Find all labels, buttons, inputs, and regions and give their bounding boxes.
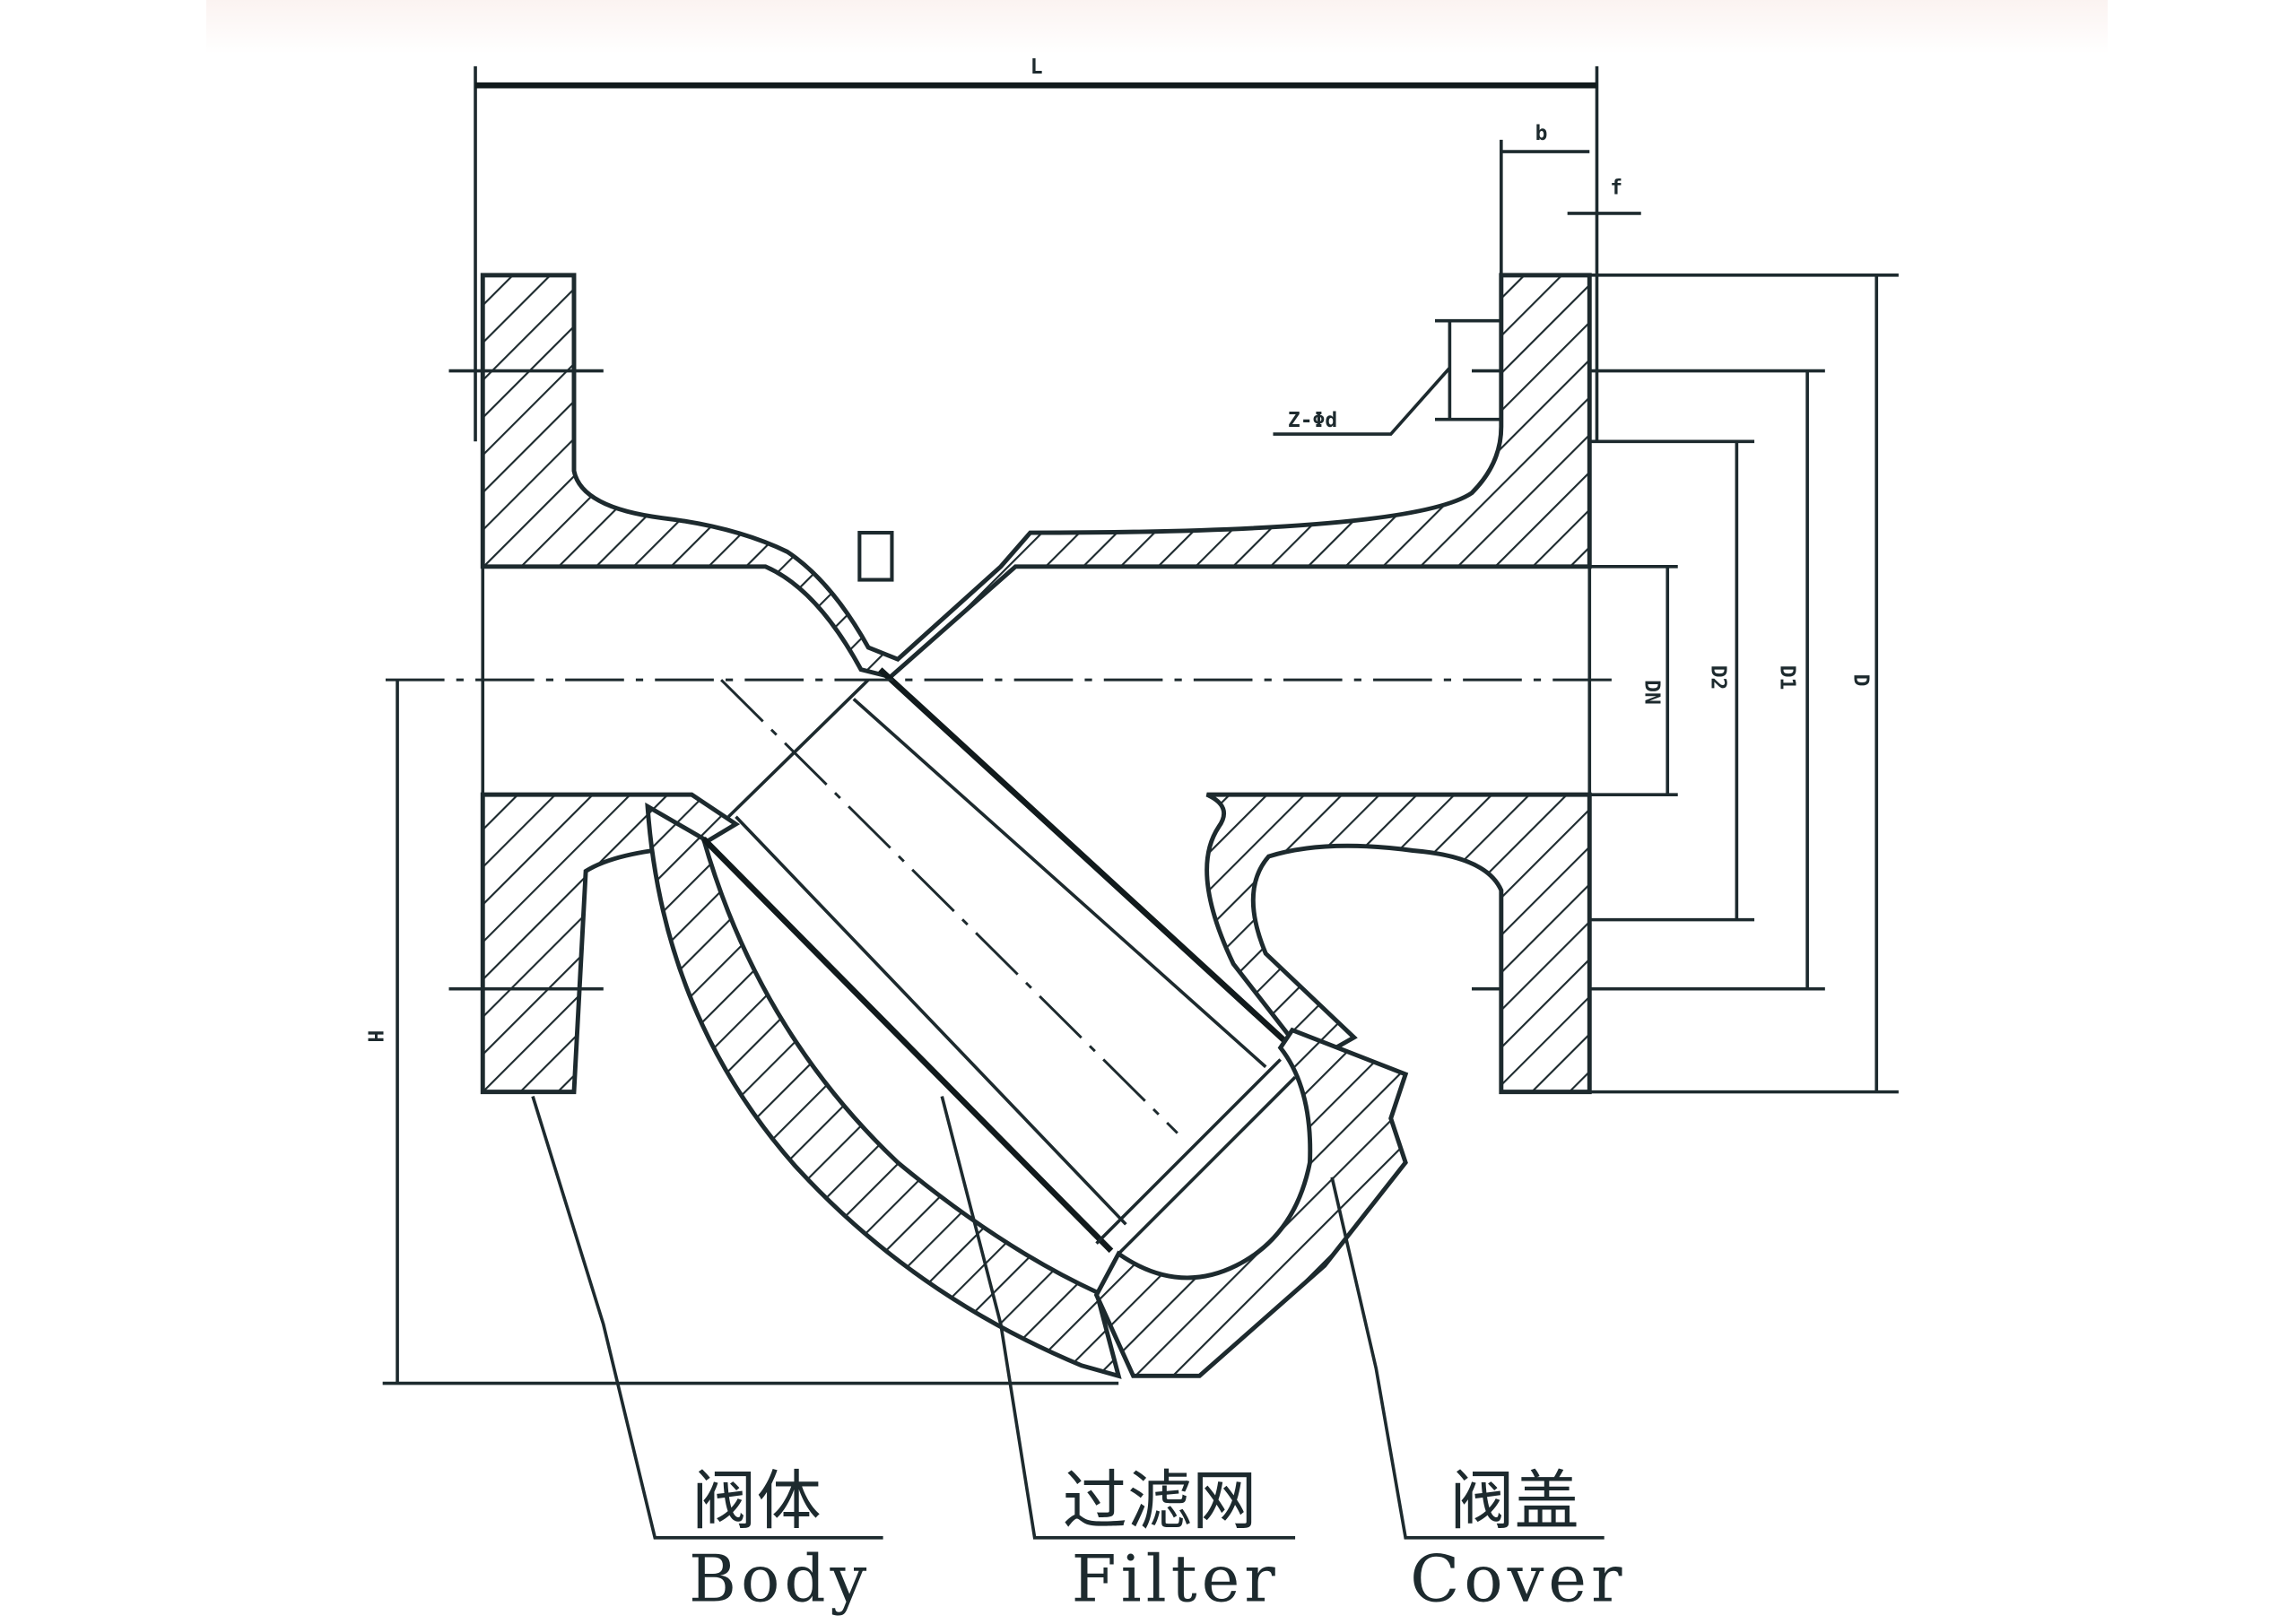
- part-leaders: [531, 1096, 1605, 1540]
- part-label-filter-cn: 过滤网: [1063, 1463, 1257, 1539]
- filter-axis-line: [720, 679, 1178, 1134]
- dim-label-D: D: [1849, 674, 1873, 687]
- dimension-b: b f: [1500, 122, 1641, 275]
- dim-label-D1: D1: [1776, 665, 1799, 690]
- part-label-filter: 过滤网 Filter: [1063, 1463, 1280, 1617]
- valve-cover: [1093, 1027, 1409, 1378]
- dimension-L: L: [474, 56, 1599, 442]
- valve-body: [448, 273, 1592, 1379]
- dim-label-f: f: [1610, 177, 1622, 200]
- part-label-cover-cn: 阀盖: [1449, 1463, 1578, 1539]
- dim-label-H: H: [362, 1030, 386, 1043]
- part-label-body: 阀体 Body: [689, 1463, 871, 1617]
- part-label-cover-en: Cover: [1410, 1541, 1626, 1617]
- part-label-filter-en: Filter: [1072, 1541, 1280, 1617]
- part-label-body-cn: 阀体: [691, 1463, 821, 1539]
- dimension-H: H: [362, 680, 1119, 1385]
- part-label-body-en: Body: [689, 1541, 871, 1617]
- dim-label-L: L: [1031, 56, 1043, 79]
- dim-label-D2: D2: [1706, 665, 1729, 690]
- filter-screen: [701, 667, 1297, 1255]
- dim-label-DN: DN: [1640, 680, 1664, 705]
- dim-label-b: b: [1535, 122, 1548, 145]
- dim-label-bolt-holes: Z-Φd: [1288, 409, 1337, 432]
- part-label-cover: 阀盖 Cover: [1410, 1463, 1626, 1617]
- top-band: [206, 0, 2108, 54]
